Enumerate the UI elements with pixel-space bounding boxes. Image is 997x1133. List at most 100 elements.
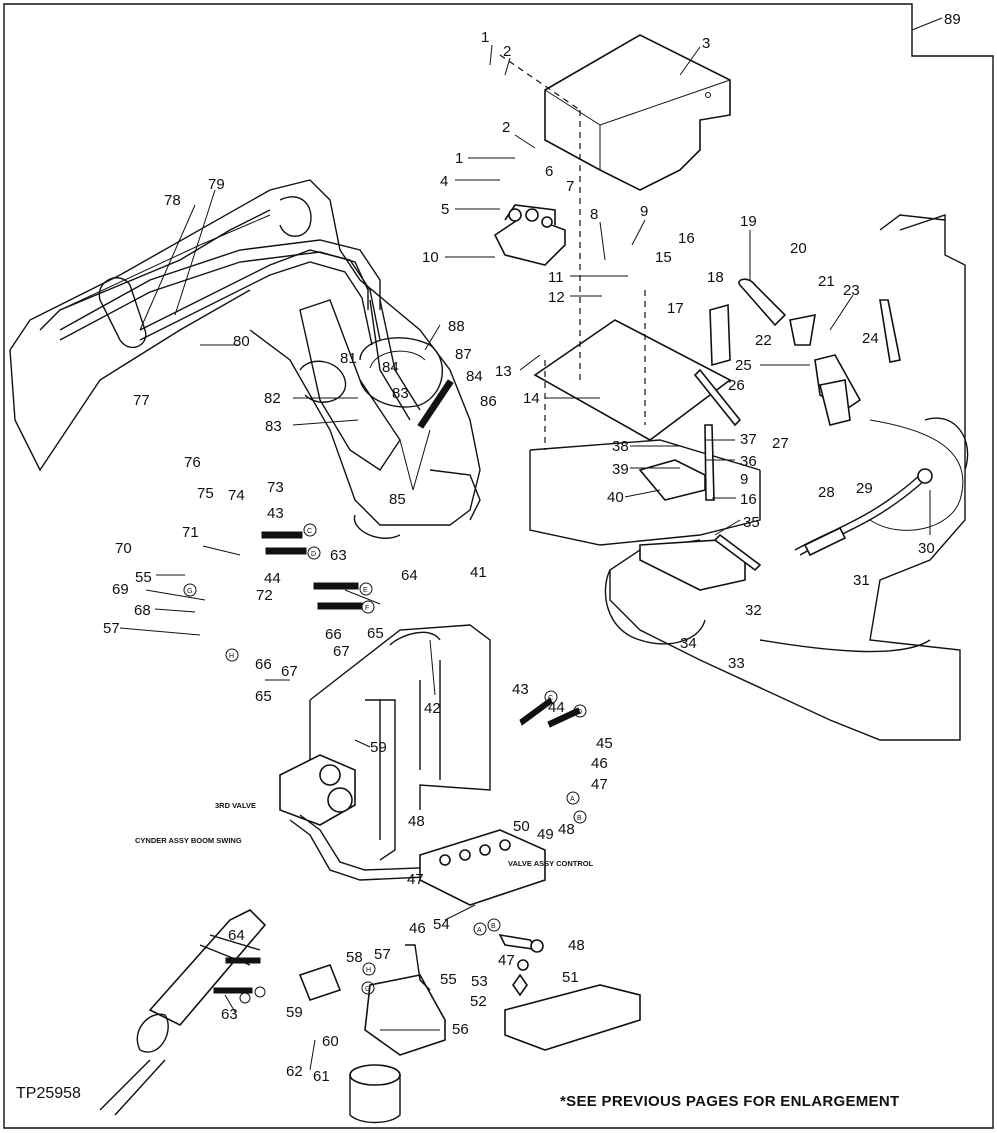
marker-h-lower: H	[366, 967, 371, 974]
callout: 46	[409, 920, 426, 937]
document-code: TP25958	[16, 1085, 81, 1102]
callout: 84	[466, 368, 483, 385]
callout: 8	[590, 206, 598, 223]
leader-lines	[119, 44, 931, 1071]
callout: 79	[208, 176, 225, 193]
lower-right-valve-parts	[498, 933, 641, 1051]
callout: 1	[481, 29, 489, 46]
marker-c-upper: C	[307, 528, 312, 535]
callout: 33	[728, 655, 745, 672]
callout: 52	[470, 993, 487, 1010]
callout: 86	[480, 393, 497, 410]
callout: 62	[286, 1063, 303, 1080]
callout: 31	[853, 572, 870, 589]
callout: 42	[424, 700, 441, 717]
control-cable-31	[794, 468, 933, 557]
callout: 83	[265, 418, 282, 435]
callout: 34	[680, 635, 697, 652]
callout: 44	[548, 699, 565, 716]
marker-g-upper: G	[187, 588, 192, 595]
callout: 83	[392, 385, 409, 402]
machine-frame-outline	[529, 214, 966, 741]
boom-hydraulic-lines	[139, 249, 444, 421]
callout: 2	[503, 43, 511, 60]
callout: 55	[135, 569, 152, 586]
callout: 63	[330, 547, 347, 564]
cover-plate-3	[544, 34, 731, 191]
callout: 28	[818, 484, 835, 501]
callout: 19	[740, 213, 757, 230]
callout: 53	[471, 973, 488, 990]
callout: 40	[607, 489, 624, 506]
callout: 57	[374, 946, 391, 963]
callout: 15	[655, 249, 672, 266]
callout: 47	[407, 871, 424, 888]
callout: 66	[325, 626, 342, 643]
callout: 76	[184, 454, 201, 471]
callout: 67	[333, 643, 350, 660]
callout: 88	[448, 318, 465, 335]
callout: 7	[566, 178, 574, 195]
callout: 36	[740, 453, 757, 470]
callout: 65	[367, 625, 384, 642]
callout: 10	[422, 249, 439, 266]
callout: 63	[221, 1006, 238, 1023]
callout: 17	[667, 300, 684, 317]
callout: 69	[112, 581, 129, 598]
callout: 74	[228, 487, 245, 504]
callout: 67	[281, 663, 298, 680]
callout: 26	[728, 377, 745, 394]
callout: 49	[537, 826, 554, 843]
callout: 21	[818, 273, 835, 290]
callout: 48	[558, 821, 575, 838]
marker-a-upper: A	[570, 796, 575, 803]
callout: 24	[862, 330, 879, 347]
callout: 23	[843, 282, 860, 299]
callout: 70	[115, 540, 132, 557]
callout: 39	[612, 461, 629, 478]
pedal-linkage	[638, 278, 901, 591]
callout: 44	[264, 570, 281, 587]
callout: 85	[389, 491, 406, 508]
callout-numbers: 1 2 3 2 1 4 6 7 5 8 9 10 19 16 20 15 11 …	[103, 29, 935, 1085]
callout: 25	[735, 357, 752, 374]
callout: 16	[678, 230, 695, 247]
callout: 16	[740, 491, 757, 508]
valve-assy-control	[419, 829, 546, 906]
callout: 54	[433, 916, 450, 933]
callout: 20	[790, 240, 807, 257]
label-valve-assy-control: VALVE ASSY CONTROL	[508, 859, 594, 868]
callout: 12	[548, 289, 565, 306]
callout: 50	[513, 818, 530, 835]
callout: 48	[408, 813, 425, 830]
callout: 75	[197, 485, 214, 502]
callout: 38	[612, 438, 629, 455]
boom-assembly	[9, 179, 481, 539]
callout: 78	[164, 192, 181, 209]
callout: 4	[440, 173, 448, 190]
callout: 87	[455, 346, 472, 363]
callout: 48	[568, 937, 585, 954]
hydraulic-reservoir	[309, 624, 491, 861]
label-cylinder-assy: CYNDER ASSY BOOM SWING	[135, 836, 242, 845]
marker-g-lower: G	[365, 986, 370, 993]
callout: 1	[455, 150, 463, 167]
callout: 30	[918, 540, 935, 557]
callout: 81	[340, 350, 357, 367]
hose-parts	[261, 379, 581, 728]
callout: 60	[322, 1033, 339, 1050]
callout: 27	[772, 435, 789, 452]
callout: 51	[562, 969, 579, 986]
callout: 66	[255, 656, 272, 673]
callout: 5	[441, 201, 449, 218]
callout: 11	[548, 269, 564, 286]
callout: 58	[346, 949, 363, 966]
lower-bracket-parts	[298, 944, 446, 1124]
callout: 6	[545, 163, 553, 180]
mounting-plate-14	[499, 54, 732, 450]
callout: 64	[228, 927, 245, 944]
callout: 35	[743, 514, 760, 531]
callout: 14	[523, 390, 540, 407]
callout: 2	[502, 119, 510, 136]
